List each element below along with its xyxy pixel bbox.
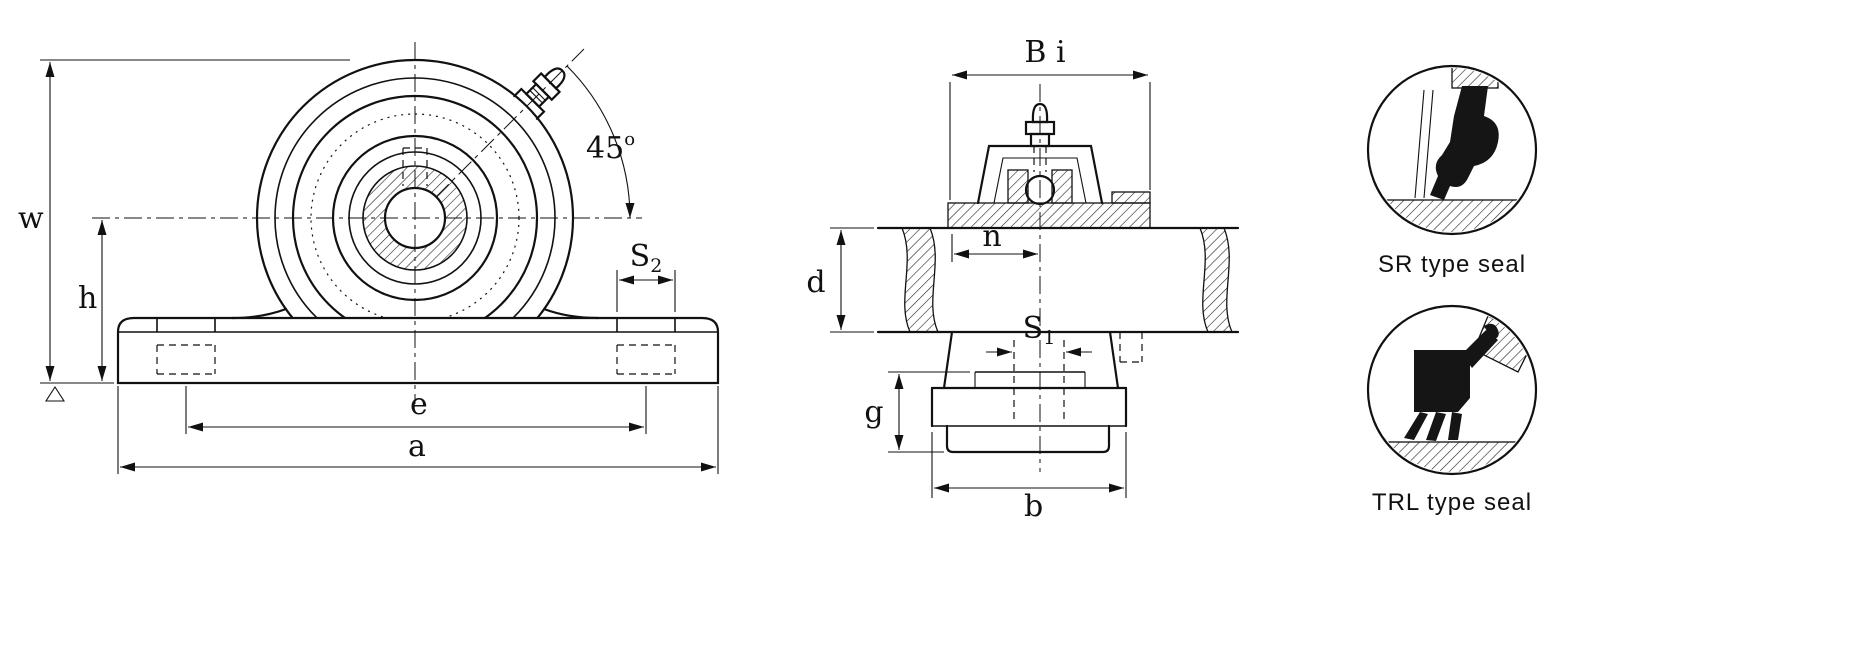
trl-seal-finger-1 xyxy=(1404,412,1428,440)
dimension-e: e xyxy=(185,386,647,434)
bearing-rings xyxy=(331,134,499,302)
dim-label-d: d xyxy=(806,265,825,300)
trl-seal-finger-2 xyxy=(1426,412,1446,441)
trl-seal-body xyxy=(1414,350,1470,412)
trl-shaft-hatch xyxy=(1370,441,1534,472)
dim-label-s1: S1 xyxy=(1023,311,1056,349)
dimension-n: n xyxy=(951,219,1038,262)
side-view: B i n d S1 g xyxy=(806,35,1240,524)
dimension-b: b xyxy=(931,432,1127,524)
front-centerlines xyxy=(92,42,642,404)
housing-circles xyxy=(255,58,575,319)
inner-ring-left-hatch xyxy=(1007,169,1029,204)
shaft-bore-hatch xyxy=(362,165,467,271)
housing-seat-hatch xyxy=(947,202,1151,229)
trl-seal-finger-3 xyxy=(1448,412,1462,440)
dim-label-s2: S2 xyxy=(630,239,663,277)
datum-triangle xyxy=(44,385,66,402)
sr-seal-caption: SR type seal xyxy=(1378,251,1526,278)
grease-fitting-front xyxy=(513,67,566,120)
sr-housing-hatch xyxy=(1451,68,1499,89)
sr-seal-lip xyxy=(1430,86,1499,200)
dimension-s1: S1 xyxy=(986,311,1092,357)
front-view: w h e a S2 xyxy=(18,42,720,474)
dimension-bi: B i xyxy=(949,35,1151,200)
mounting-slot-left xyxy=(156,344,216,375)
inner-ring-right-hatch xyxy=(1051,169,1073,204)
seal-detail-sr: SR type seal xyxy=(1366,64,1538,278)
dim-label-b: b xyxy=(1024,489,1043,524)
mounting-slot-right xyxy=(616,344,676,375)
shaft-break-right xyxy=(1199,227,1233,333)
trl-seal-arm xyxy=(1462,330,1498,368)
housing-section xyxy=(947,144,1151,229)
dim-label-angle: 45o xyxy=(586,129,635,166)
dimension-s2: S2 xyxy=(616,239,676,312)
seal-detail-trl: TRL type seal xyxy=(1366,304,1538,516)
pedestal-base-side xyxy=(930,330,1128,454)
dim-label-h: h xyxy=(78,281,97,316)
trl-seal-caption: TRL type seal xyxy=(1372,489,1532,516)
bearing-ball xyxy=(1024,174,1056,206)
setscrew-collar-hatch xyxy=(1111,191,1151,204)
base-front xyxy=(116,307,720,385)
dimension-g: g xyxy=(864,371,970,453)
dim-label-bi: B i xyxy=(1024,35,1065,70)
sr-shaft-hatch xyxy=(1370,199,1534,232)
dim-label-w: w xyxy=(18,201,44,236)
dim-label-a: a xyxy=(408,429,426,464)
dim-label-e: e xyxy=(410,387,428,422)
dimension-w: w xyxy=(18,59,350,402)
dimension-d: d xyxy=(806,227,874,333)
dimension-a: a xyxy=(117,386,719,474)
trl-seal-hook xyxy=(1484,323,1499,340)
shaft-break-left xyxy=(901,227,939,333)
shaft xyxy=(876,226,1240,363)
dimension-h: h xyxy=(78,220,107,381)
dim-label-n: n xyxy=(982,219,1001,254)
dimension-angle-45: 45o xyxy=(566,65,635,219)
dim-label-g: g xyxy=(864,395,883,430)
